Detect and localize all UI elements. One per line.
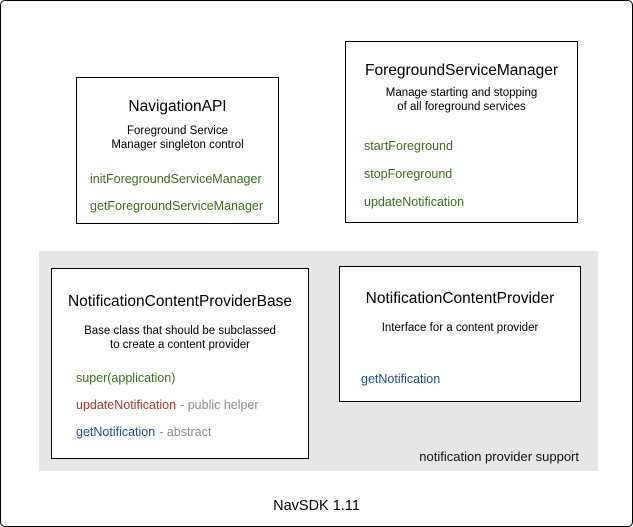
class-title: ForegroundServiceManager — [365, 62, 558, 79]
description-line: Interface for a content provider — [381, 322, 539, 334]
method-row: getNotification — [361, 373, 440, 386]
class-title: NavigationAPI — [128, 98, 227, 115]
method-row: updateNotification- public helper — [76, 399, 259, 412]
method-row: startForeground — [364, 140, 464, 153]
method-list: getNotification — [361, 373, 440, 386]
class-description: Base class that should be subclassed to … — [52, 324, 308, 352]
method-label: stopForeground — [364, 167, 453, 181]
method-row: initForegroundServiceManager — [90, 173, 263, 186]
method-row: getForegroundServiceManager — [90, 200, 263, 213]
method-label: getForegroundServiceManager — [90, 199, 264, 213]
method-row: updateNotification — [364, 196, 464, 209]
method-annotation: - public helper — [180, 398, 259, 412]
class-box-foreground-service-manager: ForegroundServiceManager Manage starting… — [345, 41, 578, 223]
description-line: Manager singleton control — [111, 139, 244, 151]
method-label: getNotification — [76, 425, 156, 439]
method-list: super(application) updateNotification- p… — [76, 372, 259, 439]
method-label: startForeground — [364, 139, 453, 153]
method-row: stopForeground — [364, 168, 464, 181]
class-title: NotificationContentProvider — [365, 290, 555, 307]
class-description: Foreground Service Manager singleton con… — [77, 124, 278, 152]
description-line: of all foreground services — [397, 101, 526, 113]
class-title: NotificationContentProviderBase — [67, 293, 292, 310]
panel-label: notification provider support — [419, 449, 579, 464]
method-list: startForeground stopForeground updateNot… — [364, 140, 464, 209]
method-label: super(application) — [76, 371, 176, 385]
method-list: initForegroundServiceManager getForegrou… — [90, 173, 263, 213]
description-line: to create a content provider — [110, 339, 250, 351]
method-label: updateNotification — [364, 195, 465, 209]
method-label: initForegroundServiceManager — [90, 172, 262, 186]
method-row: super(application) — [76, 372, 259, 385]
class-box-navigation-api: NavigationAPI Foreground Service Manager… — [76, 77, 279, 224]
method-row: getNotification- abstract — [76, 426, 259, 439]
method-annotation: - abstract — [159, 425, 212, 439]
class-description: Manage starting and stopping of all fore… — [346, 86, 577, 114]
class-box-notification-content-provider: NotificationContentProvider Interface fo… — [339, 266, 581, 402]
description-line: Foreground Service — [127, 125, 228, 137]
method-label: updateNotification — [76, 398, 177, 412]
description-line: Base class that should be subclassed — [84, 325, 276, 337]
class-box-notification-content-provider-base: NotificationContentProviderBase Base cla… — [51, 268, 309, 459]
method-label: getNotification — [361, 372, 441, 386]
diagram-title: NavSDK 1.11 — [273, 498, 360, 514]
class-description: Interface for a content provider — [340, 321, 580, 335]
description-line: Manage starting and stopping — [385, 87, 538, 99]
